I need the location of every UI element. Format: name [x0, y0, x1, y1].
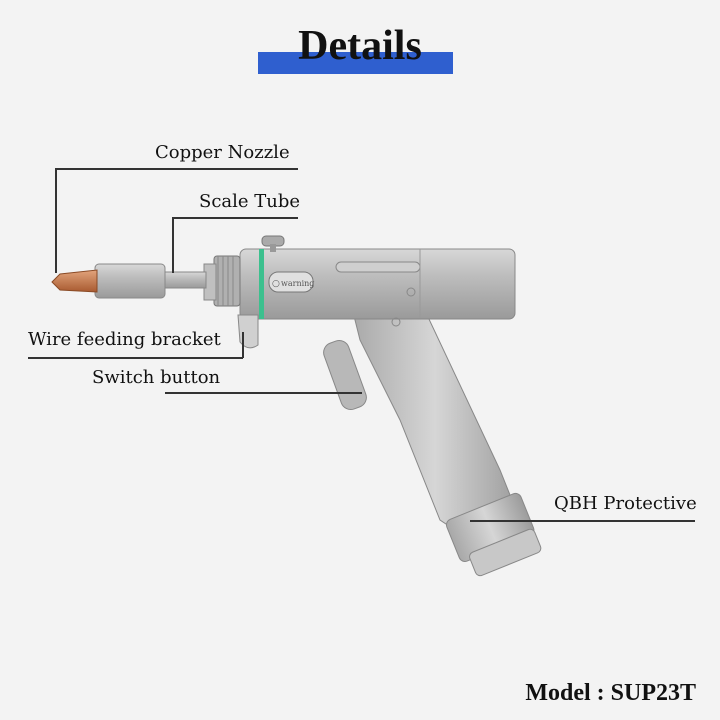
model-number: Model : SUP23T — [525, 680, 696, 706]
leader-line — [55, 168, 57, 273]
leader-line — [172, 217, 174, 273]
top-knob-stem — [270, 244, 276, 252]
label-copper-nozzle: Copper Nozzle — [155, 142, 290, 163]
leader-line — [470, 520, 695, 522]
screw — [391, 317, 401, 327]
label-qbh-protective: QBH Protective — [554, 493, 697, 514]
nozzle-holder — [94, 263, 166, 299]
page-title: Details — [298, 23, 422, 69]
wire-feeding-bracket-part — [237, 314, 259, 349]
green-ring — [259, 249, 264, 319]
scale-tube — [159, 271, 207, 289]
copper-nozzle — [51, 269, 98, 293]
label-wire-feeding-bracket: Wire feeding bracket — [28, 329, 221, 350]
leader-line — [242, 332, 244, 358]
leader-line — [172, 217, 298, 219]
title-underline-bar — [258, 52, 453, 74]
body-slot — [335, 261, 421, 273]
screw — [406, 287, 416, 297]
leader-line — [165, 392, 362, 394]
knurl-lines — [217, 256, 234, 306]
qbh-connector — [445, 492, 542, 577]
warning-sticker — [268, 271, 314, 293]
leader-line — [28, 357, 243, 359]
warning-circle-icon: ○ — [272, 279, 280, 289]
switch-button-part — [323, 339, 367, 411]
leader-line — [55, 168, 298, 170]
label-switch-button: Switch button — [92, 367, 221, 388]
warning-label: warning — [281, 279, 314, 288]
label-scale-tube: Scale Tube — [199, 191, 301, 212]
